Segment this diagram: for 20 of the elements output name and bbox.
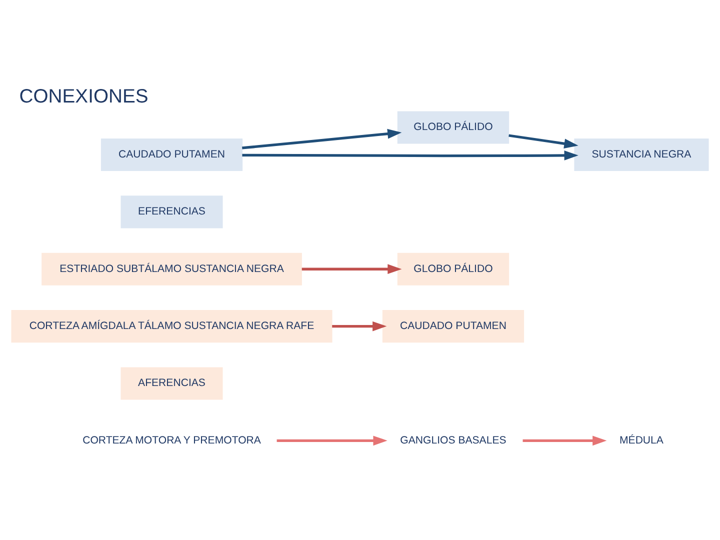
node-box: CAUDADO PUTAMEN [100,138,243,172]
arrow [332,321,387,332]
arrow [276,436,388,446]
diagram-title: CONEXIONES [19,86,148,108]
arrow [242,150,578,160]
node-box: GLOBO PÁLIDO [397,111,510,144]
node-box: SUSTANCIA NEGRA [574,138,709,172]
node-text: GANGLIOS BASALES [400,434,506,446]
node-box: GLOBO PÁLIDO [397,252,510,286]
node-text: MÉDULA [619,434,664,446]
node-text: CORTEZA MOTORA Y PREMOTORA [82,434,261,446]
arrow [522,436,607,446]
arrow [508,134,578,148]
node-box: CORTEZA AMÍGDALA TÁLAMO SUSTANCIA NEGRA RAFE [11,310,332,343]
arrow [242,128,402,150]
node-box: EFERENCIAS [120,196,223,228]
node-box: ESTRIADO SUBTÁLAMO SUSTANCIA NEGRA [42,252,302,286]
node-box: CAUDADO PUTAMEN [382,310,524,343]
node-box: AFERENCIAS [120,367,223,400]
arrow [302,264,402,274]
